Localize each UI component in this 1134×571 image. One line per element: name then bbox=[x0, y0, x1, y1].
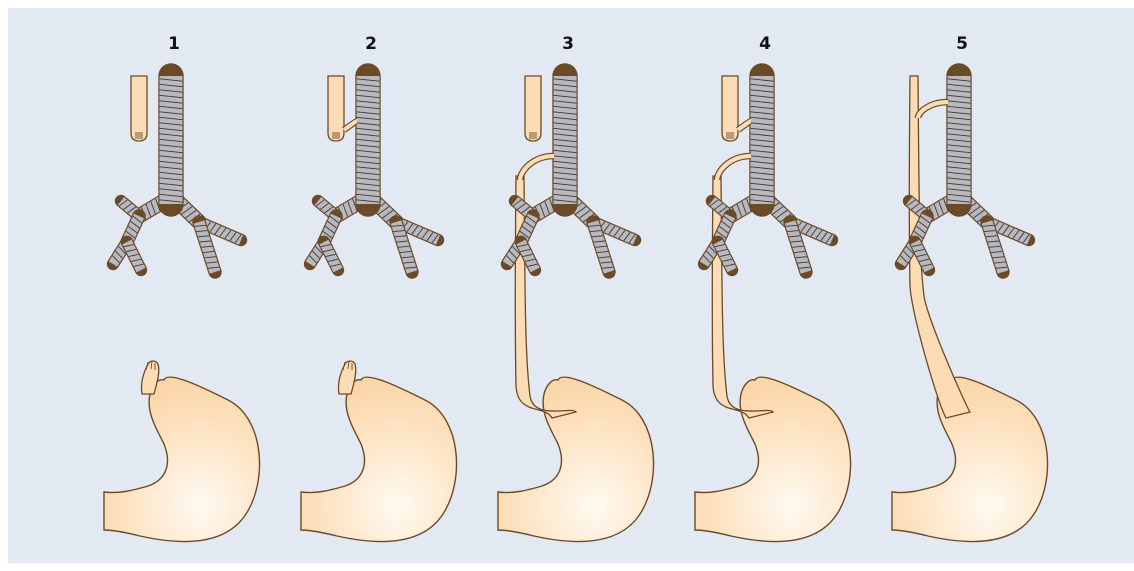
panel-4 bbox=[695, 76, 851, 542]
panel-2 bbox=[301, 76, 457, 542]
diagram-artwork bbox=[8, 8, 1134, 563]
upper-esophageal-pouch bbox=[525, 76, 541, 141]
panel-5 bbox=[892, 76, 1048, 542]
stomach bbox=[301, 377, 457, 541]
panel-label-4: 4 bbox=[735, 34, 795, 54]
panel-label-3: 3 bbox=[538, 34, 598, 54]
stomach bbox=[892, 377, 1048, 541]
tracheoesophageal-fistula-types-diagram: 1 2 3 4 5 bbox=[8, 8, 1134, 563]
panel-label-2: 2 bbox=[341, 34, 401, 54]
panel-3 bbox=[498, 76, 654, 542]
panel-1 bbox=[104, 76, 260, 542]
stomach bbox=[104, 377, 260, 541]
panel-label-1: 1 bbox=[144, 34, 204, 54]
upper-esophageal-pouch bbox=[131, 76, 147, 141]
panel-label-5: 5 bbox=[932, 34, 992, 54]
upper-esophageal-pouch bbox=[722, 76, 738, 141]
upper-esophageal-pouch bbox=[328, 76, 344, 141]
